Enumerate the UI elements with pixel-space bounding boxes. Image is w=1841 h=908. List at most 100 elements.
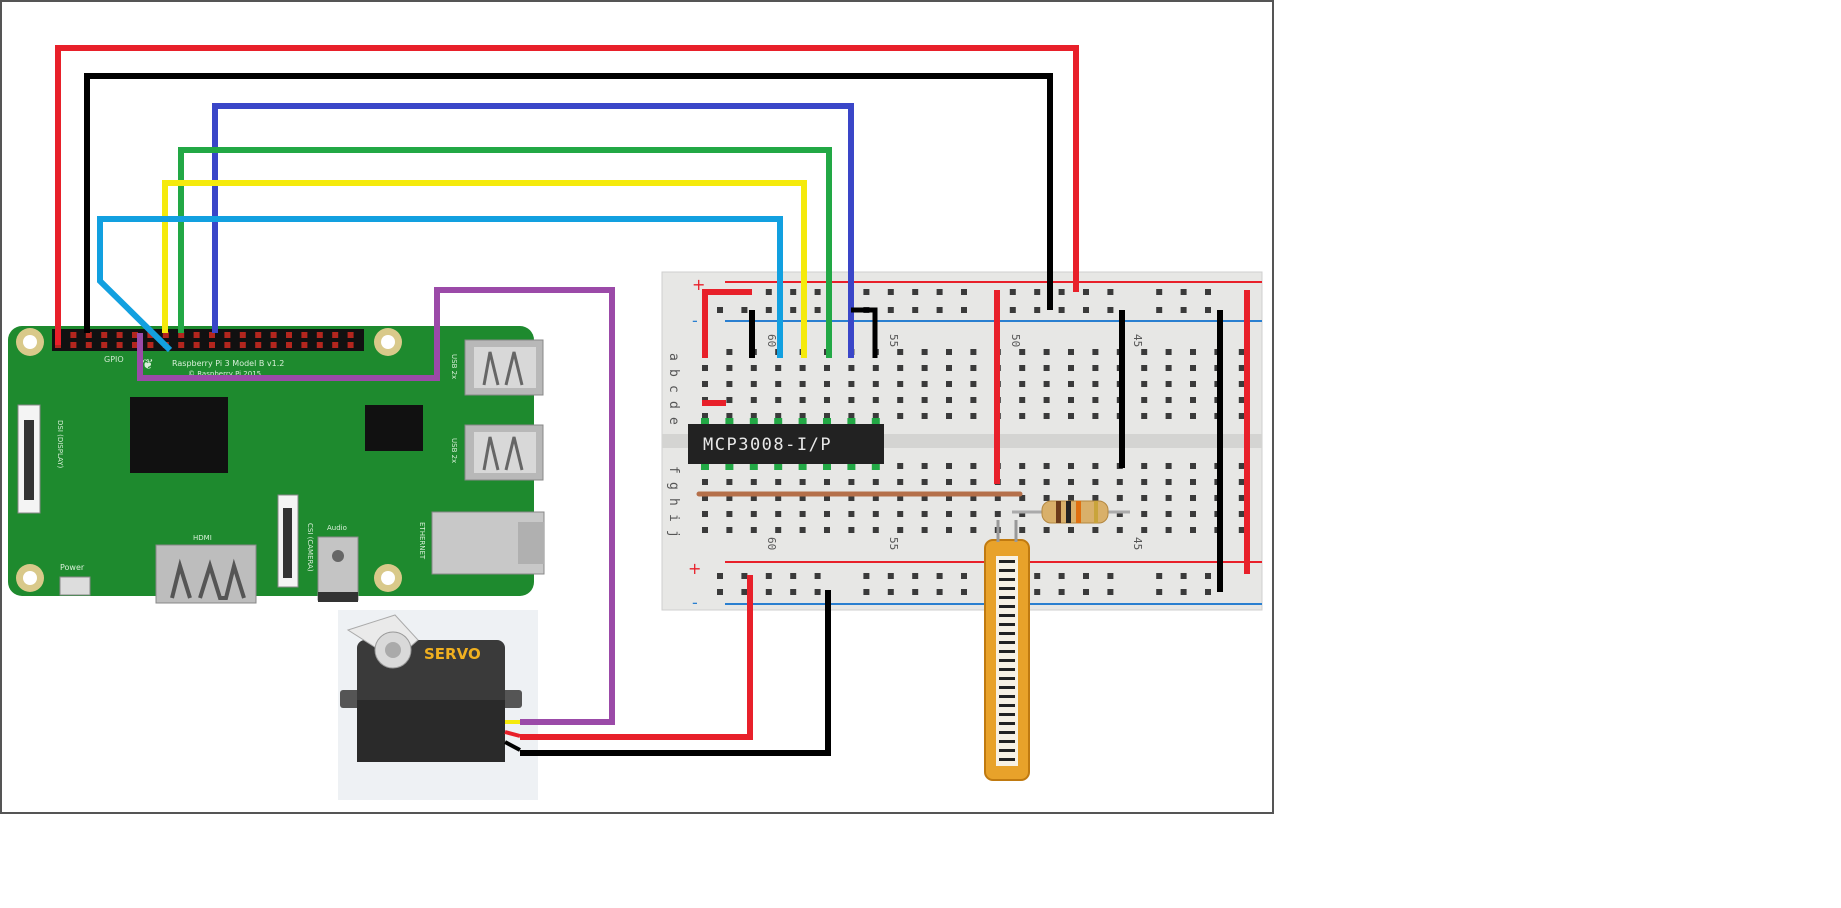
gpio-pin — [255, 342, 262, 348]
breadboard-hole — [921, 397, 928, 403]
chip-pin — [847, 462, 856, 470]
breadboard-hole — [872, 365, 879, 371]
raspberry-logo-icon: ❦ — [142, 357, 154, 373]
rail-hole — [863, 573, 870, 579]
breadboard-hole — [726, 479, 733, 485]
breadboard-hole — [824, 365, 830, 371]
flex-sensor — [984, 520, 1030, 781]
rail-hole — [814, 289, 821, 295]
rail-hole — [1058, 289, 1065, 295]
breadboard-hole — [726, 365, 733, 371]
rail-hole — [863, 589, 870, 595]
gpio-pin — [347, 342, 354, 348]
rail-hole — [1180, 573, 1187, 579]
breadboard-hole — [897, 463, 904, 469]
row-letter-c: c — [666, 385, 681, 393]
rail-hole — [1205, 289, 1211, 295]
breadboard-hole — [1092, 527, 1099, 533]
hdmi-label: HDMI — [193, 534, 212, 542]
breadboard-hole — [799, 495, 806, 501]
gpio-pin — [286, 342, 292, 348]
gpio-pin — [147, 342, 154, 348]
breadboard-hole — [946, 349, 952, 355]
gpio-pin — [316, 342, 323, 348]
wire-black-ground — [84, 73, 1053, 333]
breadboard-hole — [1092, 365, 1099, 371]
raspberry-pi-board: GPIO ❦ Raspberry Pi 3 Model B v1.2 © Ras… — [8, 326, 545, 604]
breadboard-hole — [872, 527, 879, 533]
breadboard-hole — [1116, 511, 1123, 517]
breadboard-hole — [946, 527, 952, 533]
chip-pin — [798, 418, 807, 426]
breadboard-hole — [1019, 479, 1026, 485]
gpio-pin — [316, 332, 323, 338]
breadboard-hole — [750, 413, 757, 419]
breadboard-hole — [921, 495, 928, 501]
breadboard-hole — [702, 527, 708, 533]
power-port — [59, 576, 91, 596]
mcp3008-chip: MCP3008-I/P — [688, 418, 884, 470]
breadboard-hole — [1238, 413, 1245, 419]
breadboard-hole — [921, 365, 928, 371]
column-number-top-60: 60 — [765, 334, 778, 347]
breadboard-hole — [750, 479, 757, 485]
wire-red-3v3 — [55, 45, 1079, 345]
column-number-top-45: 45 — [1131, 334, 1144, 347]
chip-pin — [701, 462, 709, 470]
rail-hole — [887, 289, 894, 295]
rail-hole — [961, 307, 967, 313]
breadboard-hole — [1141, 349, 1148, 355]
rail-hole — [912, 573, 919, 579]
rail-hole — [765, 589, 772, 595]
flex-trace — [999, 731, 1015, 734]
rail-hole — [936, 289, 943, 295]
breadboard-hole — [1019, 381, 1026, 387]
flex-trace — [999, 569, 1015, 572]
breadboard-hole — [824, 381, 830, 387]
rail-hole — [1107, 573, 1114, 579]
column-number-top-50: 50 — [1009, 334, 1022, 347]
gpio-pin — [301, 332, 308, 338]
breadboard-hole — [799, 381, 806, 387]
breadboard-hole — [1190, 511, 1196, 517]
gpio-pin — [255, 332, 262, 338]
breadboard-hole — [1190, 495, 1196, 501]
breadboard-hole — [1019, 463, 1026, 469]
breadboard-hole — [1019, 349, 1026, 355]
flex-trace — [999, 749, 1015, 752]
gpio-pin — [132, 342, 138, 348]
breadboard-hole — [897, 365, 904, 371]
column-number-bottom-60: 60 — [765, 537, 778, 550]
gpio-pin — [332, 332, 339, 338]
rail-hole — [1180, 307, 1187, 313]
breadboard-hole — [848, 365, 855, 371]
breadboard-hole — [921, 511, 928, 517]
rail-hole — [961, 589, 967, 595]
breadboard-hole — [872, 479, 879, 485]
breadboard-hole — [1141, 381, 1148, 387]
breadboard-hole — [1141, 413, 1148, 419]
soc-chip — [130, 397, 228, 473]
breadboard-hole — [921, 381, 928, 387]
breadboard-hole — [726, 495, 733, 501]
breadboard-hole — [702, 381, 708, 387]
rail-hole — [1034, 289, 1041, 295]
breadboard-hole — [1092, 349, 1099, 355]
breadboard-hole — [1238, 511, 1245, 517]
rail-hole — [1034, 589, 1041, 595]
chip-body — [688, 424, 884, 464]
breadboard-hole — [1043, 397, 1050, 403]
row-letter-a: a — [666, 353, 681, 361]
breadboard-hole — [970, 511, 977, 517]
rail-hole — [1083, 289, 1089, 295]
rail-hole — [1058, 307, 1065, 313]
row-letter-b: b — [666, 369, 681, 377]
breadboard-hole — [1043, 495, 1050, 501]
breadboard-hole — [750, 381, 757, 387]
breadboard-hole — [1068, 381, 1074, 387]
breadboard-hole — [1043, 463, 1050, 469]
flex-trace — [999, 740, 1015, 743]
rail-hole — [887, 307, 894, 313]
breadboard-hole — [872, 495, 879, 501]
breadboard-hole — [897, 397, 904, 403]
